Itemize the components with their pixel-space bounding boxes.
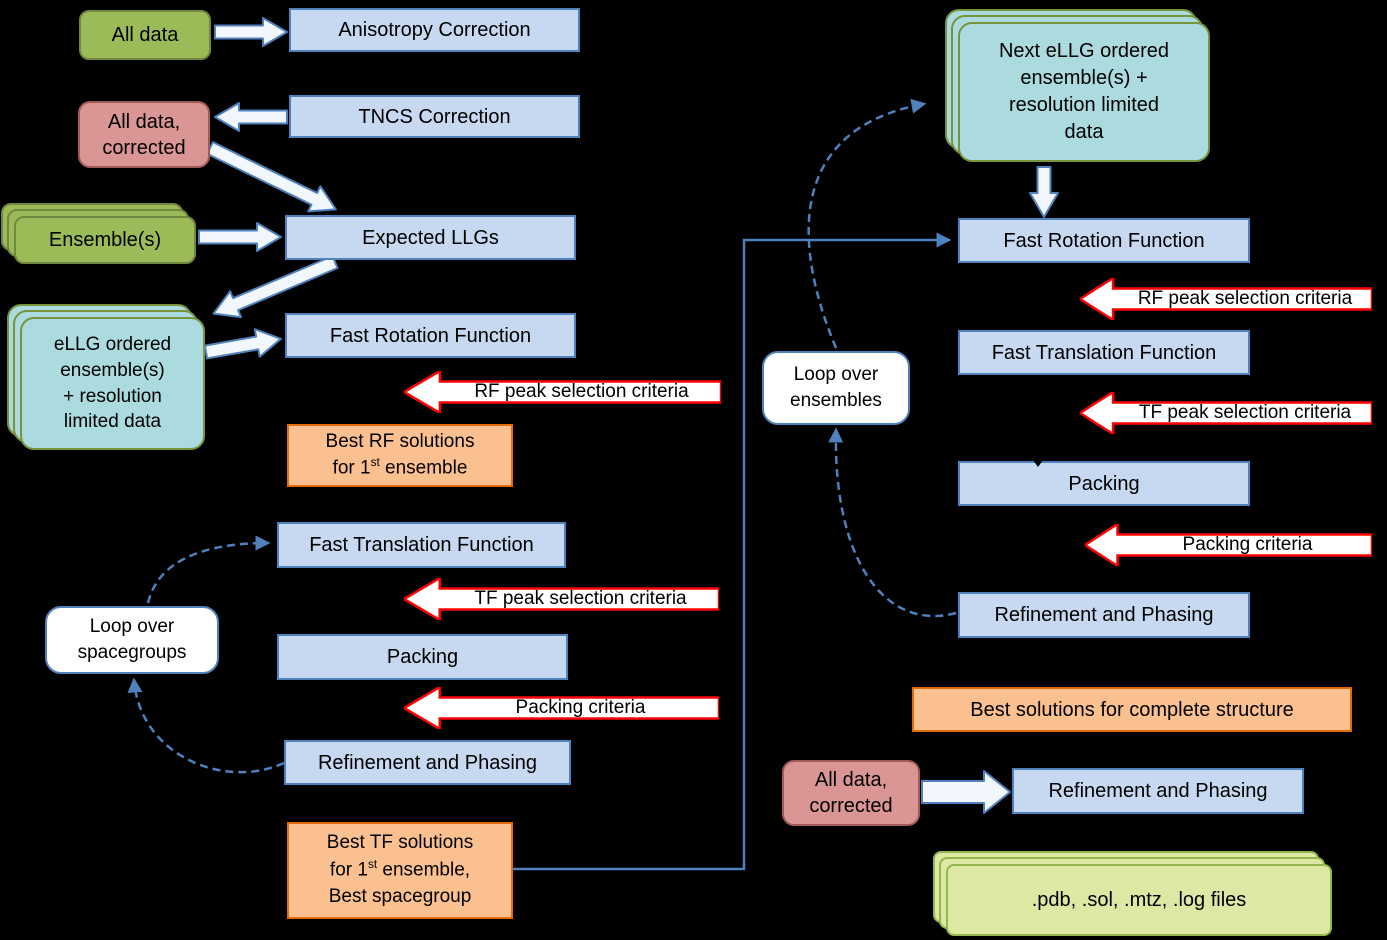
refinement-phasing-label: Refinement and Phasing xyxy=(317,751,538,774)
loop-spacegroups-to-fasttranslation-path xyxy=(146,535,271,604)
loop-spacegroups-line2: spacegroups xyxy=(77,642,187,663)
output-files-label: .pdb, .sol, .mtz, .log files xyxy=(1031,888,1247,911)
left-arrow-icon xyxy=(1080,392,1372,434)
ensembles-label: Ensemble(s) xyxy=(48,228,162,251)
tf-peak-criteria-arrow-left: TF peak selection criteria xyxy=(404,578,719,620)
expected-llgs-box: Expected LLGs xyxy=(285,215,576,260)
all-data-corrected-line2: corrected xyxy=(809,795,893,817)
rf-peak-criteria-label: RF peak selection criteria xyxy=(474,381,689,402)
all-data-box: All data xyxy=(79,10,211,60)
all-data-corrected-box-right: All data, corrected xyxy=(782,760,920,826)
refinement-to-loop-spacegroups-path xyxy=(127,677,285,774)
tncs-correction-box: TNCS Correction xyxy=(289,95,580,138)
ensembles-stack: Ensemble(s) xyxy=(1,203,196,264)
ellg-ordered-ensembles-stack: eLLG ordered ensemble(s) + resolution li… xyxy=(7,304,205,450)
fast-rotation-function-label: Fast Rotation Function xyxy=(1003,229,1205,252)
ellg-label: eLLG ordered ensemble(s) + resolution li… xyxy=(53,334,172,433)
best-tf-solutions-box: Best TF solutions for 1st ensemble, Best… xyxy=(287,822,513,919)
next-ellg-label: Next eLLG ordered ensemble(s) + resoluti… xyxy=(998,40,1170,143)
arrow-tncs-to-alldatacorrected xyxy=(214,102,288,132)
tf-peak-criteria-label: TF peak selection criteria xyxy=(474,588,687,609)
packing-criteria-arrow-right: Packing criteria xyxy=(1085,524,1372,566)
best-tf-line1: Best TF solutions xyxy=(326,832,474,854)
packing-criteria-arrow-left: Packing criteria xyxy=(404,687,719,729)
anisotropy-correction-label: Anisotropy Correction xyxy=(338,19,531,41)
next-ellg-ensembles-stack: Next eLLG ordered ensemble(s) + resoluti… xyxy=(945,9,1210,162)
rf-peak-criteria-label: RF peak selection criteria xyxy=(1137,288,1353,309)
arrow-ellg-to-fastrotation xyxy=(203,328,282,360)
arrow-nextellg-to-fastrotation xyxy=(1029,166,1059,218)
packing-label: Packing xyxy=(386,646,459,668)
left-arrow-icon xyxy=(1085,524,1372,566)
ellg-stack-layer xyxy=(20,317,205,450)
best-tf-line2: for 1st ensemble, xyxy=(329,858,471,881)
fast-translation-function-box-left: Fast Translation Function xyxy=(277,522,566,568)
rf-peak-criteria-arrow-right: RF peak selection criteria xyxy=(1080,278,1372,320)
expected-llgs-label: Expected LLGs xyxy=(362,226,499,249)
refinement-phasing-box-right: Refinement and Phasing xyxy=(958,592,1250,638)
loop-spacegroups-line1: Loop over xyxy=(89,616,175,638)
anisotropy-correction-box: Anisotropy Correction xyxy=(289,8,580,52)
best-solutions-label: Best solutions for complete structure xyxy=(970,698,1294,721)
output-files-stack: .pdb, .sol, .mtz, .log files xyxy=(933,851,1332,936)
packing-box-left: Packing xyxy=(277,634,568,680)
files-stack-layer xyxy=(946,864,1332,936)
best-solutions-box: Best solutions for complete structure xyxy=(912,687,1352,732)
tncs-correction-label: TNCS Correction xyxy=(358,105,511,128)
loop-over-ensembles-box: Loop over ensembles xyxy=(762,351,910,425)
packing-criteria-label: Packing criteria xyxy=(1182,534,1313,555)
arrow-alldatacorrected-to-refinement xyxy=(921,770,1011,814)
down-arrowhead-icon xyxy=(1030,456,1046,467)
fast-rotation-function-label: Fast Rotation Function xyxy=(329,324,532,347)
refinement-to-loop-ensembles-path xyxy=(828,427,957,618)
final-refinement-phasing-box: Refinement and Phasing xyxy=(1012,768,1304,814)
left-arrow-icon xyxy=(1080,278,1372,320)
refinement-phasing-label: Refinement and Phasing xyxy=(994,604,1214,626)
rf-peak-criteria-arrow-left: RF peak selection criteria xyxy=(404,371,721,413)
loop-ensembles-line1: Loop over xyxy=(793,364,879,386)
all-data-corrected-line2: corrected xyxy=(102,136,186,159)
fast-translation-function-box-right: Fast Translation Function xyxy=(958,330,1250,375)
all-data-label: All data xyxy=(111,23,179,46)
tf-peak-criteria-arrow-right: TF peak selection criteria xyxy=(1080,392,1372,434)
packing-box-right: Packing xyxy=(958,461,1250,506)
all-data-corrected-line1: All data, xyxy=(814,769,888,791)
fast-rotation-function-box-left: Fast Rotation Function xyxy=(285,313,576,358)
arrow-ensembles-to-expectedllgs xyxy=(198,222,282,252)
best-rf-line2: for 1st ensemble xyxy=(332,456,468,479)
loop-over-spacegroups-box: Loop over spacegroups xyxy=(45,606,219,674)
best-tf-line3: Best spacegroup xyxy=(328,885,472,907)
next-ellg-stack-layer xyxy=(958,22,1210,162)
refinement-phasing-box-left: Refinement and Phasing xyxy=(284,740,571,785)
tf-peak-criteria-label: TF peak selection criteria xyxy=(1138,402,1352,423)
arrow-alldatacorrected-to-expectedllgs xyxy=(206,141,337,213)
all-data-corrected-box: All data, corrected xyxy=(78,101,210,168)
best-rf-solutions-box: Best RF solutions for 1st ensemble xyxy=(287,424,513,487)
fast-rotation-function-box-right: Fast Rotation Function xyxy=(958,218,1250,263)
all-data-corrected-line1: All data, xyxy=(107,110,181,133)
best-rf-line1: Best RF solutions xyxy=(325,430,475,452)
refinement-phasing-label: Refinement and Phasing xyxy=(1048,780,1268,802)
fast-translation-function-label: Fast Translation Function xyxy=(309,534,534,556)
ensembles-stack-layer xyxy=(14,216,196,264)
arrow-alldata-to-anisotropy xyxy=(214,17,288,47)
packing-criteria-label: Packing criteria xyxy=(515,697,646,718)
fast-translation-function-label: Fast Translation Function xyxy=(991,341,1217,364)
loop-ensembles-to-nextellg-path xyxy=(807,98,927,349)
loop-ensembles-line2: ensembles xyxy=(790,390,882,411)
packing-label: Packing xyxy=(1068,472,1140,495)
